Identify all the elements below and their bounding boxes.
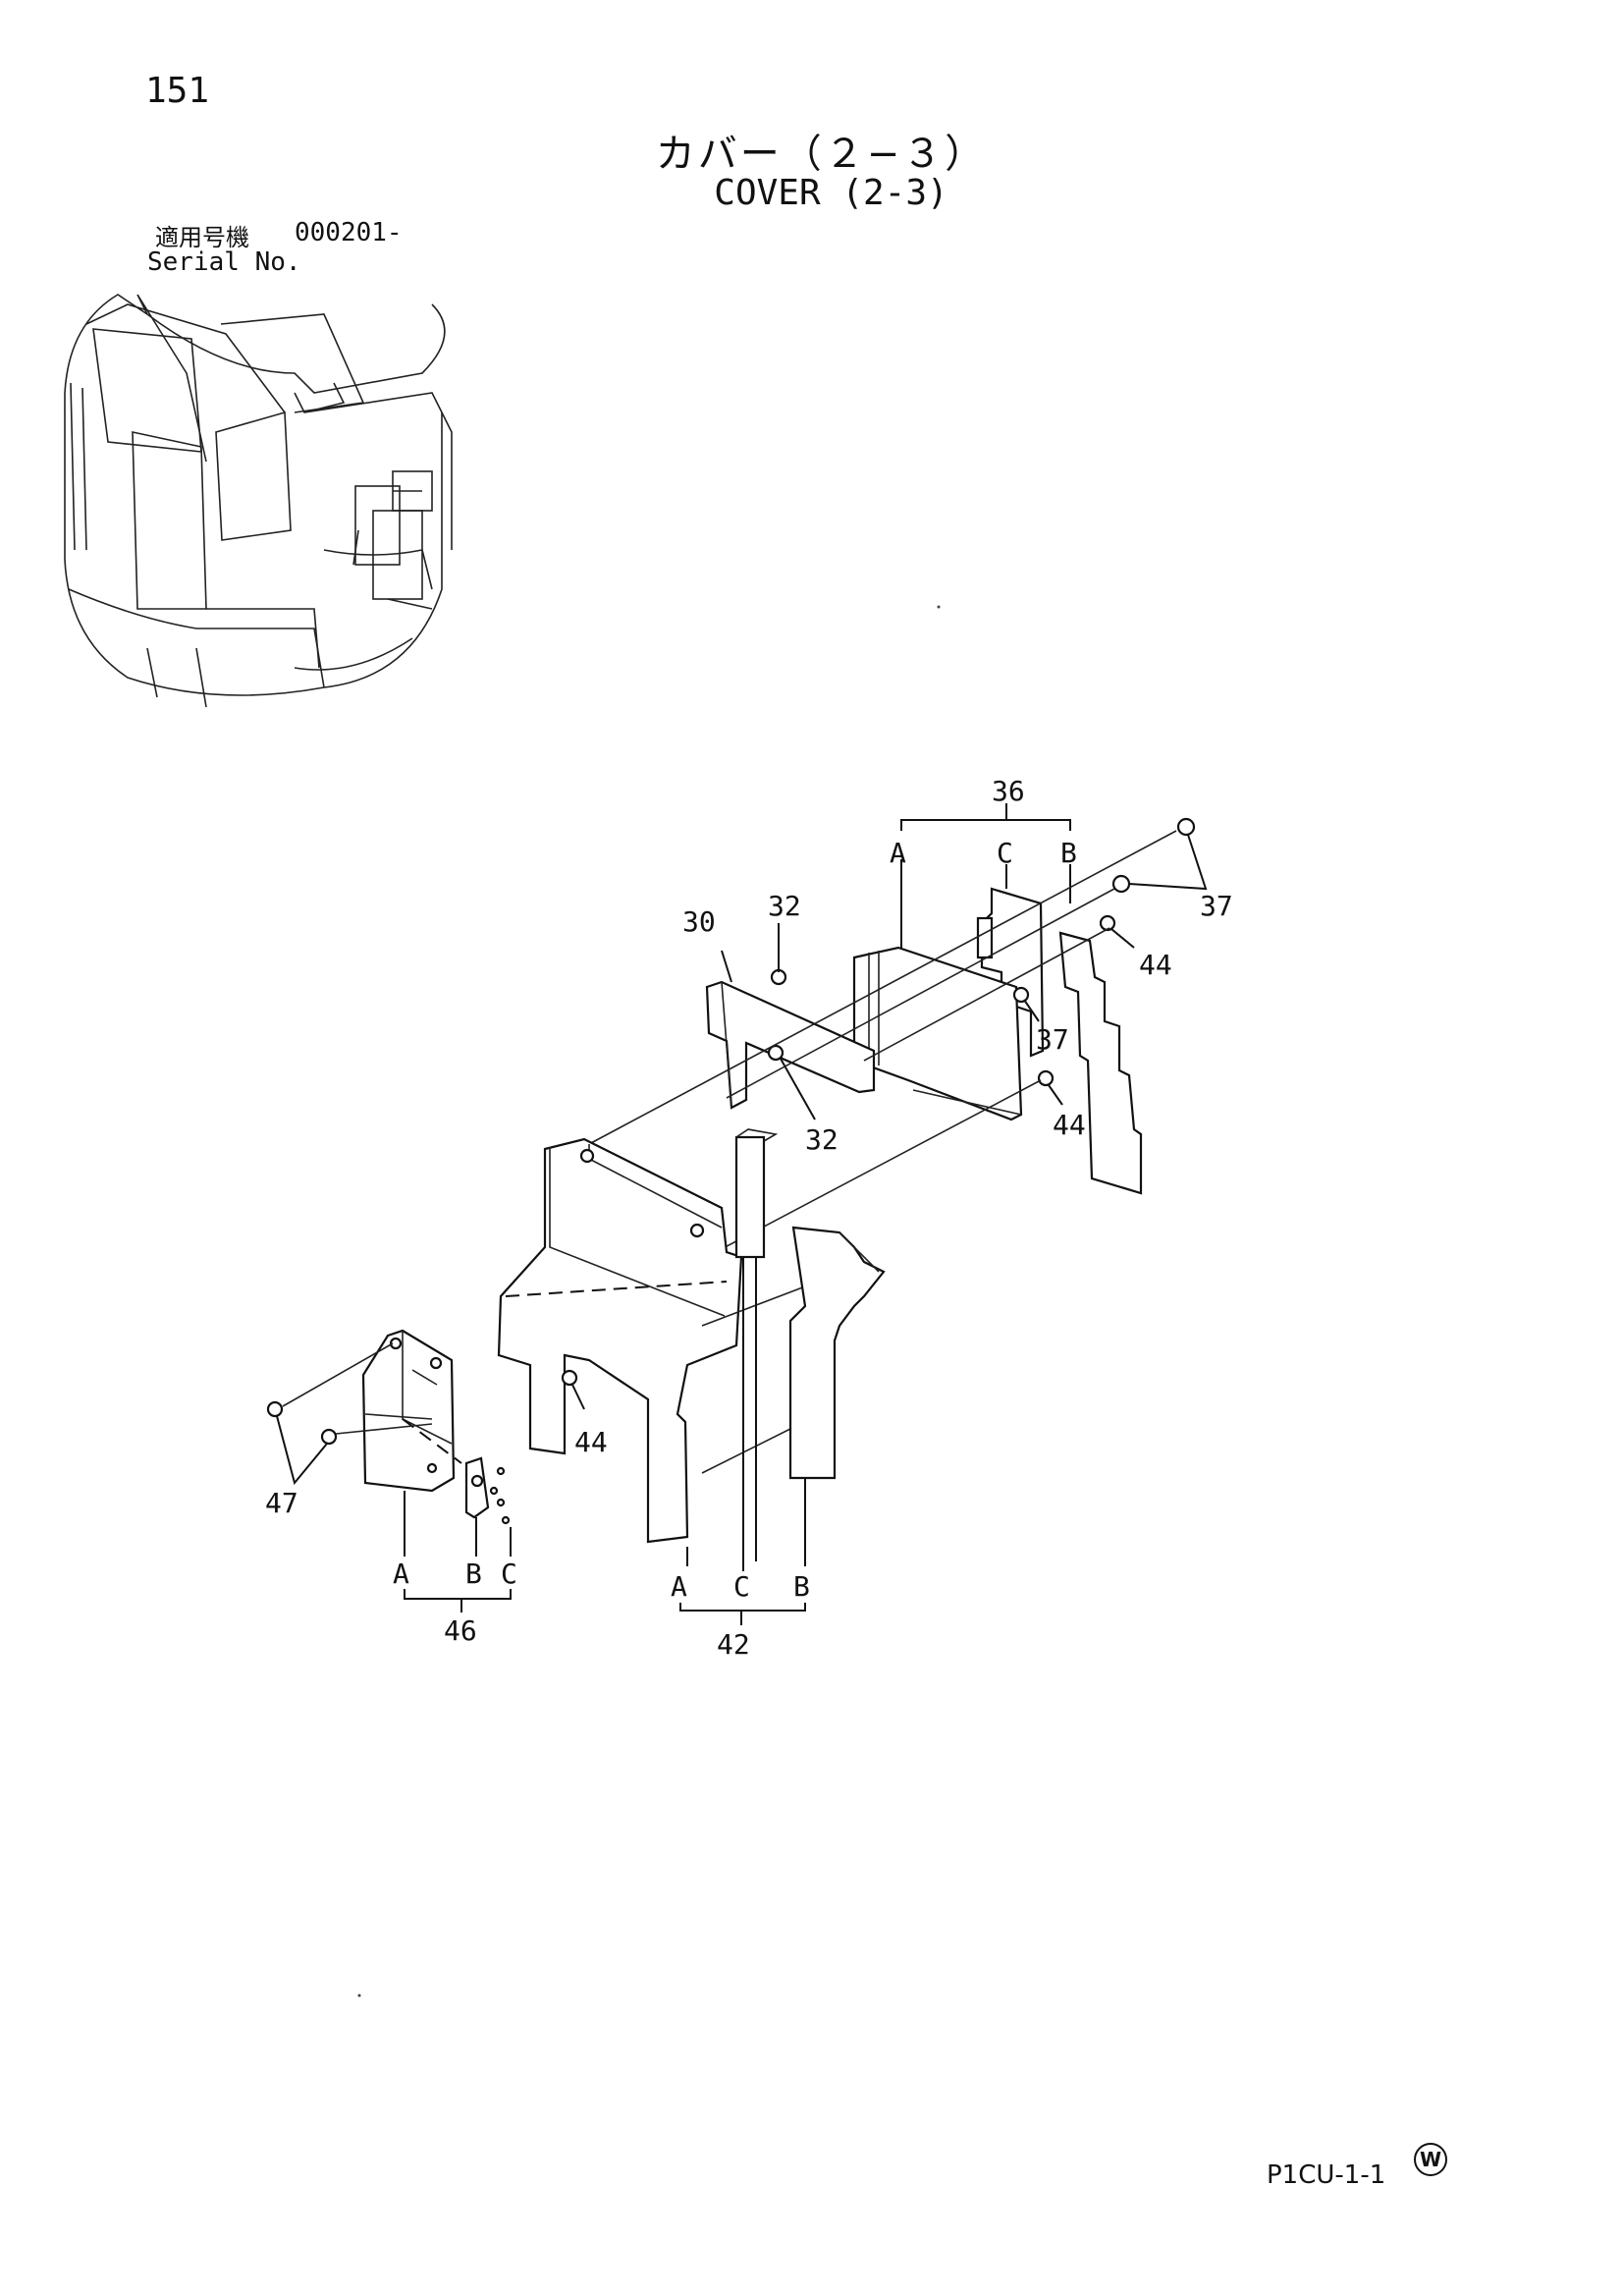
serial-number-value: 000201- (295, 218, 403, 247)
callout-46-c: C (501, 1558, 517, 1590)
stray-dot (357, 1994, 361, 1997)
callout-bracket-46 (404, 1491, 512, 1613)
callout-46: 46 (444, 1614, 477, 1647)
callout-47: 47 (265, 1487, 298, 1519)
page-number: 151 (145, 71, 210, 111)
bolt-44-upper-right (1099, 914, 1135, 949)
figure-code: P1CU-1-1 (1267, 2160, 1386, 2190)
assembly-line-1 (588, 830, 1177, 1145)
part-30-bracket (705, 980, 876, 1110)
page-title-english: COVER (2-3) (714, 173, 948, 213)
screw-46c-3 (496, 1498, 506, 1507)
callout-44-middle: 44 (1053, 1109, 1086, 1141)
callout-36-a: A (890, 837, 906, 869)
bolt-32-lower (767, 1044, 816, 1121)
bolt-37-top-right (1111, 817, 1208, 894)
screw-46c-1 (496, 1466, 506, 1476)
callout-32-lower: 32 (805, 1123, 839, 1156)
bolt-32-upper (770, 923, 787, 986)
part-36b-strip (1058, 931, 1143, 1195)
callout-37-top: 37 (1200, 890, 1233, 922)
callout-32-upper: 32 (768, 890, 801, 922)
assembly-line-5 (912, 1089, 1022, 1116)
callout-36: 36 (992, 775, 1025, 807)
callout-30: 30 (682, 905, 716, 938)
callout-42-a: A (671, 1570, 687, 1603)
callout-37-middle: 37 (1036, 1023, 1069, 1056)
callout-42: 42 (717, 1628, 750, 1661)
callout-46-a: A (393, 1558, 409, 1590)
bolt-37-middle (1012, 986, 1040, 1022)
callout-42-b: B (793, 1570, 810, 1603)
assembly-dash-42 (505, 1281, 728, 1297)
part-42c-bar (734, 1135, 766, 1259)
callout-36-b: B (1060, 837, 1077, 869)
callout-42-c: C (733, 1570, 750, 1603)
w-circle-mark: W (1414, 2143, 1447, 2176)
bolt-44-middle (1037, 1069, 1063, 1106)
part-36c-cutout (976, 916, 994, 959)
callout-44-left: 44 (574, 1426, 608, 1458)
part-46b-latch (464, 1456, 490, 1519)
assembly-line-2 (726, 888, 1115, 1099)
page-title-japanese: カバー（２−３） (655, 132, 988, 177)
callout-bracket-42 (679, 1478, 806, 1625)
part-42b-side-panel (788, 1226, 886, 1480)
screw-46c-4 (501, 1515, 511, 1525)
machine-locator-sketch (64, 294, 453, 708)
callout-36-c: C (997, 837, 1013, 869)
serial-label-english: Serial No. (147, 247, 301, 277)
serial-label-japanese: 適用号機 (155, 224, 249, 251)
stray-dot (937, 605, 941, 609)
bolt-47-pair (266, 1342, 433, 1486)
part-42a-cover-panel (497, 1137, 743, 1544)
bolt-44-left (561, 1369, 585, 1410)
part-46a-box (361, 1329, 456, 1493)
assembly-line-4 (863, 927, 1110, 1062)
callout-44-upper-right: 44 (1139, 949, 1172, 981)
screw-46c-2 (489, 1486, 499, 1496)
callout-46-b: B (465, 1558, 482, 1590)
